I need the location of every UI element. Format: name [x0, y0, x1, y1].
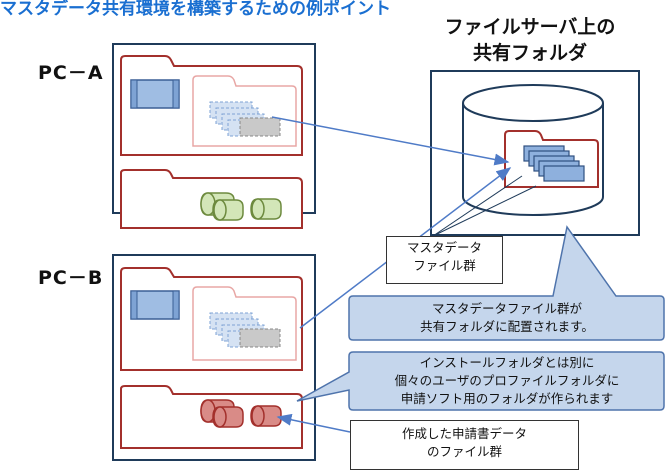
callout-profile-text: インストールフォルダとは別に 個々のユーザのプロファイルフォルダに 申請ソフト用… [352, 354, 662, 408]
arrow-created-to-scroll [276, 413, 351, 433]
created-files-line2: のファイル群 [426, 444, 502, 459]
pc-b-app-icon [130, 290, 180, 320]
callout-profile-line2: 個々のユーザのプロファイルフォルダに [394, 373, 620, 388]
pc-a-green-scrolls [200, 192, 282, 221]
callout-placed-text: マスタデータファイル群が 共有フォルダに配置されます。 [352, 300, 662, 336]
master-files-line2: ファイル群 [413, 258, 476, 273]
pc-a-label: PC－A [38, 62, 104, 84]
page-banner: マスタデータ共有環境を構築するための例ポイント [0, 0, 391, 16]
callout-placed-shape [348, 225, 665, 341]
pc-a-app-icon [130, 79, 180, 109]
pc-a-master-doc-stack [209, 101, 281, 137]
callout-profile-line3: 申請ソフト用のフォルダが作られます [400, 391, 614, 406]
master-files-label: マスタデータ ファイル群 [386, 236, 503, 284]
created-files-line1: 作成した申請書データ [401, 426, 527, 441]
master-files-line1: マスタデータ [406, 240, 482, 255]
pc-b-master-doc-stack [209, 312, 281, 348]
server-title-line1: ファイルサーバ上の [444, 16, 616, 38]
shared-doc-stack [523, 145, 585, 182]
callout-profile-line1: インストールフォルダとは別に [419, 355, 595, 370]
callout-placed-line2: 共有フォルダに配置されます。 [420, 319, 594, 334]
callout-placed-line1: マスタデータファイル群が [431, 301, 582, 316]
created-files-label: 作成した申請書データ のファイル群 [350, 420, 579, 470]
server-title-line2: 共有フォルダ [472, 42, 587, 64]
pc-b-red-scrolls [200, 399, 282, 428]
pc-b-label: PC－B [38, 267, 104, 289]
pointer-master-b [432, 185, 537, 237]
callout-profile-shape [296, 351, 665, 411]
server-title: ファイルサーバ上の 共有フォルダ [430, 14, 630, 66]
arrow-pc-a-to-shared [271, 116, 510, 166]
pointer-master-a [432, 175, 523, 237]
